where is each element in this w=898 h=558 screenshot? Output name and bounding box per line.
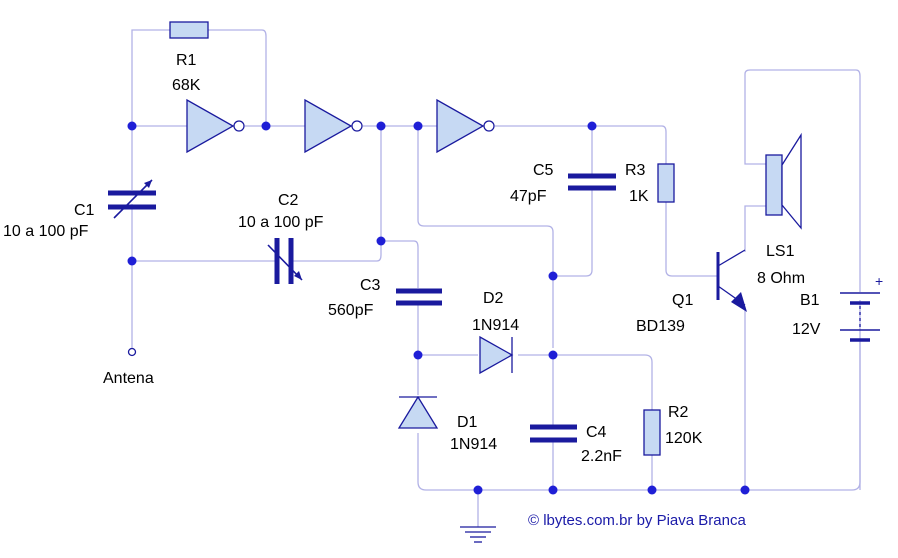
wires — [131, 29, 861, 527]
b1-plus: + — [875, 273, 883, 289]
resistor-r2 — [643, 409, 661, 456]
junctions — [127, 121, 750, 495]
c4-ref: C4 — [586, 424, 607, 441]
c3-ref: C3 — [360, 277, 381, 294]
r1-value: 68K — [172, 77, 201, 94]
battery-b1 — [840, 292, 880, 342]
d2-ref: D2 — [483, 290, 504, 307]
r3-ref: R3 — [625, 162, 646, 179]
resistor-r3 — [657, 163, 675, 203]
inverter-3 — [436, 98, 495, 154]
c1-ref: C1 — [74, 202, 95, 219]
antenna-label: Antena — [103, 370, 154, 387]
capacitor-c2 — [267, 238, 303, 284]
r1-ref: R1 — [176, 52, 197, 69]
r2-value: 120K — [665, 430, 703, 447]
inverter-1 — [186, 98, 245, 154]
d1-value: 1N914 — [450, 436, 497, 453]
ls1-value: 8 Ohm — [757, 270, 805, 287]
c5-value: 47pF — [510, 188, 547, 205]
r3-value: 1K — [629, 188, 649, 205]
c2-value: 10 a 100 pF — [238, 214, 324, 231]
c1-value: 10 a 100 pF — [3, 223, 89, 240]
capacitor-c3 — [396, 288, 442, 306]
c4-value: 2.2nF — [581, 448, 622, 465]
capacitor-c1 — [108, 179, 156, 219]
diode-d2 — [479, 335, 514, 375]
c2-ref: C2 — [278, 192, 299, 209]
d2-value: 1N914 — [472, 317, 519, 334]
copyright-text: © lbytes.com.br by Piava Branca — [528, 512, 746, 529]
q1-ref: Q1 — [672, 292, 693, 309]
q1-value: BD139 — [636, 318, 685, 335]
capacitor-c5 — [568, 173, 616, 191]
transistor-q1 — [716, 249, 747, 312]
inverter-2 — [304, 98, 363, 154]
b1-ref: B1 — [800, 292, 820, 309]
c3-value: 560pF — [328, 302, 374, 319]
r2-ref: R2 — [668, 404, 689, 421]
diode-d1 — [397, 395, 439, 429]
c5-ref: C5 — [533, 162, 554, 179]
speaker-ls1 — [765, 132, 802, 230]
antenna-terminal — [127, 347, 137, 357]
capacitor-c4 — [530, 424, 577, 443]
ground-symbol — [460, 526, 496, 543]
b1-value: 12V — [792, 321, 821, 338]
d1-ref: D1 — [457, 414, 478, 431]
resistor-r1 — [169, 21, 209, 39]
ls1-ref: LS1 — [766, 243, 795, 260]
